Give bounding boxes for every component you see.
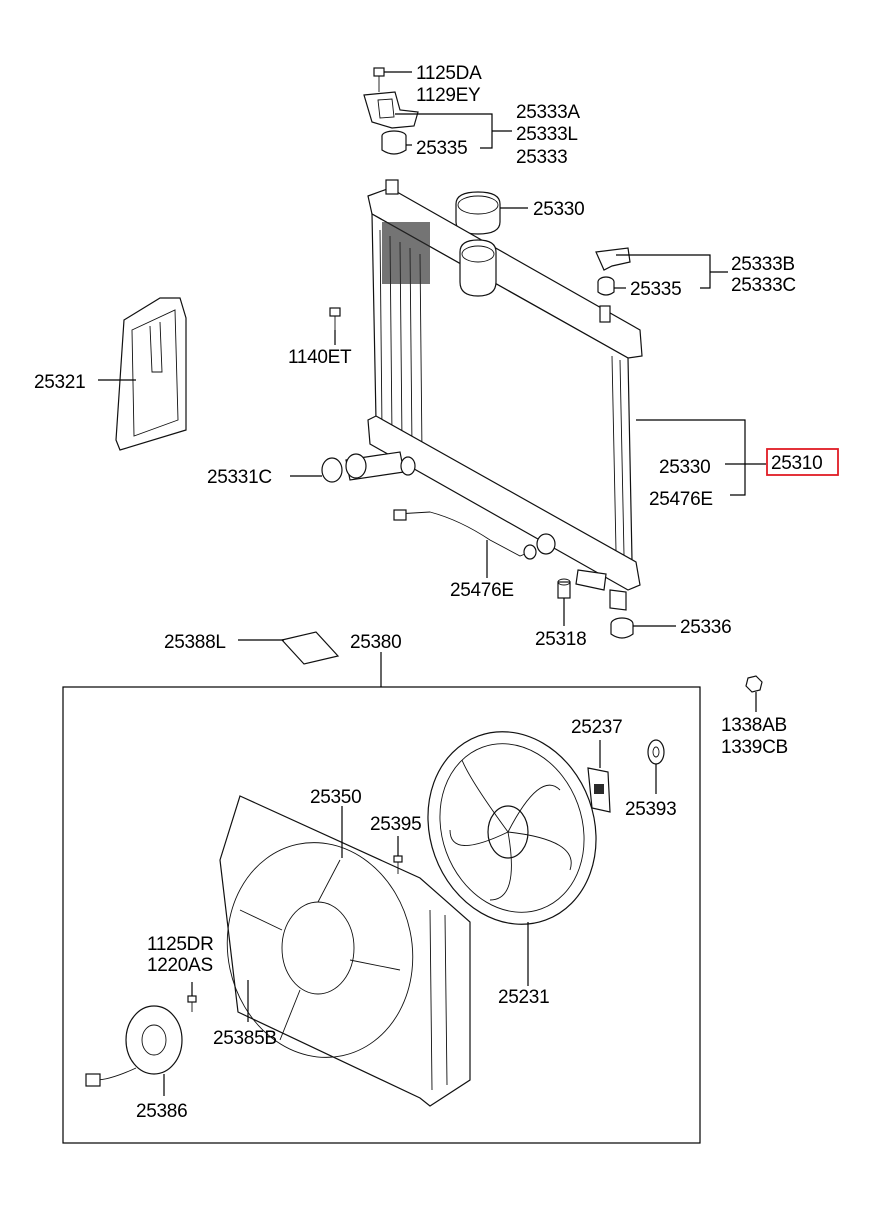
label-25330-assembly[interactable]: 25330 (659, 457, 711, 478)
drain-plug-drawing (557, 578, 571, 599)
label-25335-right[interactable]: 25335 (630, 279, 682, 300)
highlight-box-25310 (766, 448, 839, 476)
pad-25237-drawing (587, 767, 611, 813)
label-25331C[interactable]: 25331C (207, 467, 272, 488)
label-25386[interactable]: 25386 (136, 1101, 188, 1122)
fan-motor-drawing (85, 1005, 183, 1087)
air-guard-drawing (115, 297, 187, 451)
label-25333B[interactable]: 25333B (731, 254, 795, 275)
right-bracket-drawing (595, 247, 631, 296)
label-25310[interactable]: 25310 (771, 453, 823, 474)
label-25333L[interactable]: 25333L (516, 124, 578, 145)
bushing-25336-drawing (610, 617, 634, 639)
fan-shroud-drawing (219, 795, 471, 1107)
label-25318[interactable]: 25318 (535, 629, 587, 650)
hose-clamp-drawing (321, 453, 367, 483)
label-25388L[interactable]: 25388L (164, 632, 226, 653)
label-25237[interactable]: 25237 (571, 717, 623, 738)
label-25330-cap[interactable]: 25330 (533, 199, 585, 220)
label-25350[interactable]: 25350 (310, 787, 362, 808)
leader-lines (98, 71, 766, 1096)
label-25333A[interactable]: 25333A (516, 102, 581, 123)
label-1140ET[interactable]: 1140ET (288, 347, 352, 368)
label-25335-top[interactable]: 25335 (416, 138, 468, 159)
nut-1338AB-drawing (745, 675, 763, 693)
washer-25393-drawing (647, 739, 665, 765)
label-25321[interactable]: 25321 (34, 372, 86, 393)
label-25393[interactable]: 25393 (625, 799, 677, 820)
label-25395[interactable]: 25395 (370, 814, 422, 835)
radiator-assembly-drawing (345, 179, 643, 611)
upper-bracket-drawing (363, 91, 419, 129)
label-25476E-assembly[interactable]: 25476E (649, 489, 713, 510)
label-25476E-hose[interactable]: 25476E (450, 580, 514, 601)
label-25333C[interactable]: 25333C (731, 275, 796, 296)
label-25385B[interactable]: 25385B (213, 1028, 277, 1049)
caution-label-drawing (280, 631, 340, 665)
overflow-hose-drawing (393, 509, 537, 560)
radiator-cap-drawing (455, 191, 501, 235)
label-25380[interactable]: 25380 (350, 632, 402, 653)
label-25231[interactable]: 25231 (498, 987, 550, 1008)
label-1125DA[interactable]: 1125DA (416, 63, 482, 84)
label-25336[interactable]: 25336 (680, 617, 732, 638)
fan-blade-drawing (427, 731, 597, 925)
bushing-25335-top-drawing (381, 130, 407, 155)
label-1338AB[interactable]: 1338AB (721, 715, 787, 736)
label-1220AS[interactable]: 1220AS (147, 955, 213, 976)
label-1125DR[interactable]: 1125DR (147, 934, 214, 955)
bolt-1125DR-drawing (187, 995, 197, 1012)
bolt-1140ET-drawing (329, 307, 341, 330)
label-25333[interactable]: 25333 (516, 147, 568, 168)
bolt-1125DA-drawing (373, 67, 385, 92)
label-1129EY[interactable]: 1129EY (416, 85, 481, 106)
label-1339CB[interactable]: 1339CB (721, 737, 788, 758)
